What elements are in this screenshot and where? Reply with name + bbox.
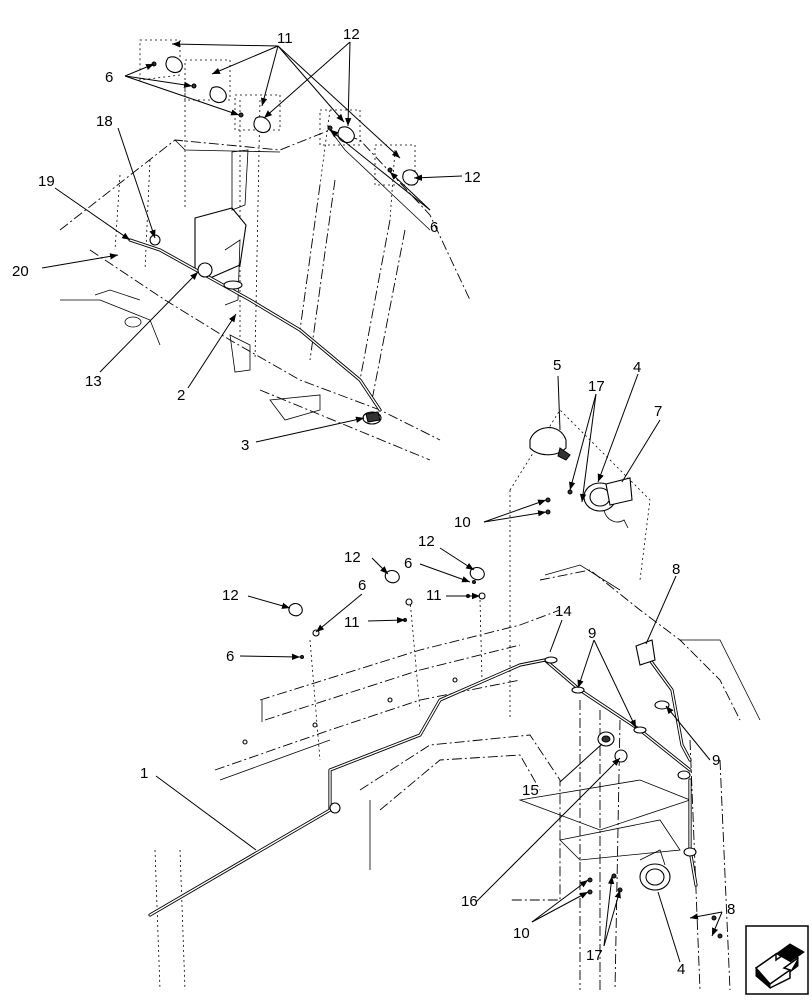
lower-clamps [288,567,486,659]
callout-12-lower-right: 12 [418,533,435,550]
callout-8-lower: 8 [727,901,735,918]
callout-20: 20 [12,263,29,280]
callout-17-lower: 17 [586,947,603,964]
callout-4-upper: 4 [633,359,641,376]
callout-13: 13 [85,373,102,390]
callout-12-lower-left: 12 [222,587,239,604]
callout-12-top: 12 [343,26,360,43]
callout-2: 2 [177,387,185,404]
callout-1: 1 [140,765,148,782]
lower-tube [148,639,723,939]
callout-labels: 11 12 6 12 6 18 19 20 13 2 3 5 17 4 7 10… [12,26,735,978]
callout-7: 7 [654,403,662,420]
callout-6-lower-left: 6 [226,648,234,665]
callout-12-lower-middle: 12 [344,549,361,566]
callout-5: 5 [553,357,561,374]
next-view-arrow-icon[interactable] [745,925,809,995]
callout-8-upper: 8 [672,561,680,578]
callout-12-top-right: 12 [464,169,481,186]
callout-4-lower: 4 [677,961,685,978]
callout-11-lower-left: 11 [344,614,360,631]
callout-9-lower: 9 [712,752,720,769]
callout-10-lower: 10 [513,925,530,942]
leader-lines [41,40,723,963]
upper-right-bracket [509,409,651,720]
callout-3: 3 [241,437,249,454]
callout-11-lower-right: 11 [426,587,442,604]
callout-6-top-right: 6 [430,219,438,236]
callout-17-upper: 17 [588,378,605,395]
upper-clamps [151,56,419,186]
callout-6-lower-right: 6 [404,555,412,572]
callout-19: 19 [38,173,55,190]
upper-tube [128,234,382,425]
callout-6-lower-middle: 6 [358,577,366,594]
callout-16: 16 [461,893,478,910]
callout-11-top: 11 [277,30,293,47]
callout-18: 18 [96,113,113,130]
callout-14: 14 [555,603,572,620]
callout-9-upper: 9 [588,625,596,642]
callout-6-top-left: 6 [105,69,113,86]
callout-10-upper: 10 [454,514,471,531]
callout-15: 15 [522,782,539,799]
lower-frame-structure [154,564,761,991]
upper-frame-structure [59,39,471,461]
